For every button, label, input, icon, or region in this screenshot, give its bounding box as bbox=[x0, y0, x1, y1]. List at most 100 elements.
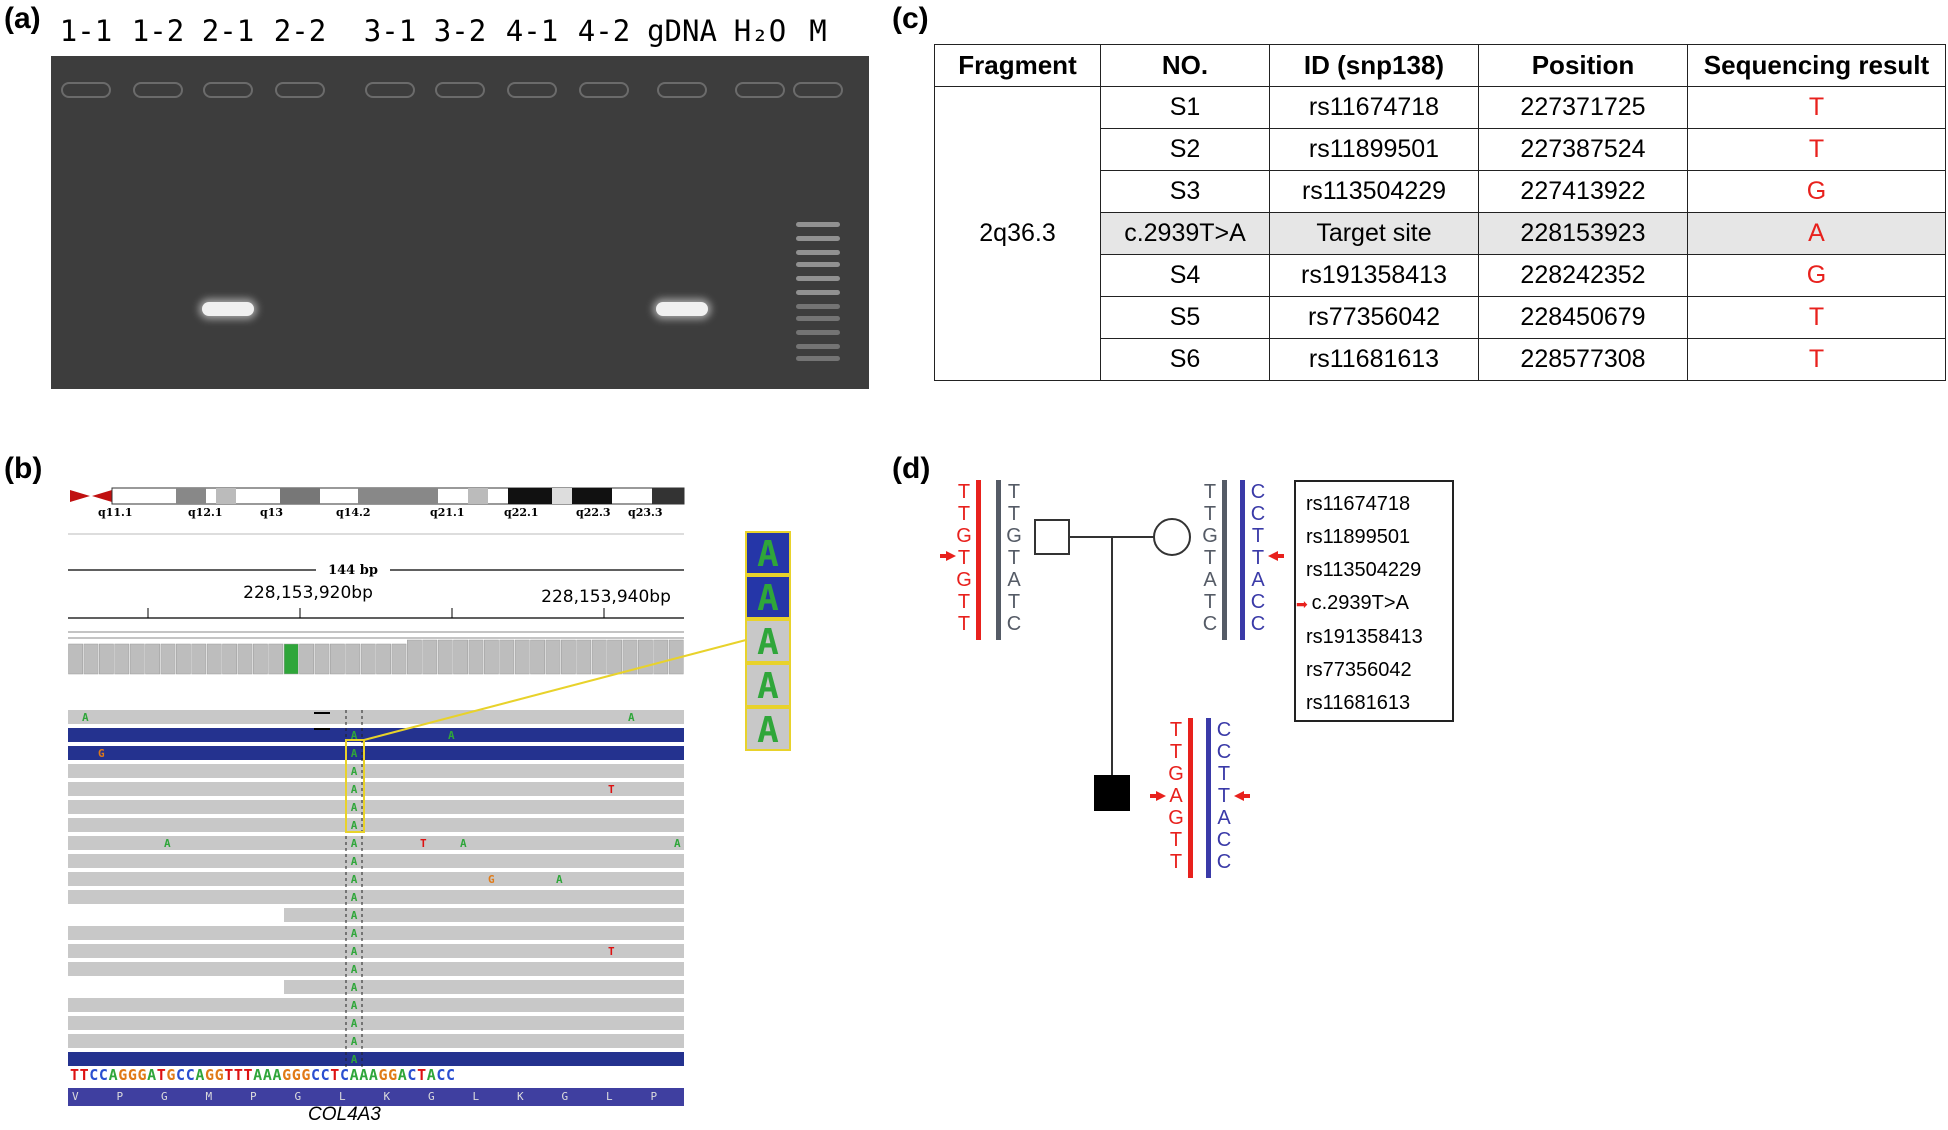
ladder-band bbox=[796, 222, 840, 227]
haplotype-allele: A bbox=[1203, 569, 1217, 591]
ref-base: A bbox=[272, 1066, 283, 1084]
table-cell: 228242352 bbox=[1478, 254, 1688, 297]
table-cell: S3 bbox=[1100, 170, 1270, 213]
gel-lane-label: 1-2 bbox=[131, 14, 185, 48]
ladder-band bbox=[796, 356, 840, 361]
ladder-band bbox=[796, 250, 840, 255]
mismatch-base: A bbox=[460, 837, 467, 850]
variant-base: A bbox=[351, 729, 358, 742]
mismatch-base: T bbox=[608, 945, 615, 958]
haplotype-allele: T bbox=[1204, 591, 1216, 613]
read-bar bbox=[68, 746, 684, 760]
coverage-bar bbox=[345, 643, 361, 675]
table-cell: 228153923 bbox=[1478, 212, 1688, 255]
haplotype-allele: T bbox=[958, 547, 970, 569]
ref-base: A bbox=[262, 1066, 273, 1084]
coverage-bar bbox=[253, 643, 268, 675]
read-bar bbox=[68, 818, 684, 832]
ref-base: G bbox=[388, 1066, 398, 1084]
ideogram-band-label: q14.2 bbox=[336, 506, 370, 519]
col-header: Fragment bbox=[934, 44, 1101, 87]
amino-acid: K bbox=[383, 1090, 391, 1103]
panel-label-b: (b) bbox=[4, 452, 43, 485]
coverage-bar bbox=[283, 643, 299, 675]
haplotype-allele: T bbox=[1218, 785, 1230, 807]
haplotype-allele: C bbox=[1251, 591, 1265, 613]
haplotype-allele: C bbox=[1217, 741, 1231, 763]
haplotype-allele: T bbox=[1204, 503, 1216, 525]
gel-well bbox=[435, 82, 485, 98]
haplotype-strand bbox=[1240, 480, 1245, 640]
table-cell: G bbox=[1687, 254, 1946, 297]
table-cell: rs77356042 bbox=[1269, 296, 1479, 339]
table-cell: G bbox=[1687, 170, 1946, 213]
coverage-bar bbox=[299, 643, 314, 675]
variant-base: A bbox=[351, 1017, 358, 1030]
gel-well bbox=[657, 82, 707, 98]
ref-base: C bbox=[407, 1066, 418, 1084]
reference-sequence: TTCCAGGGATGCCAGGTTTAAAGGGCCTCAAAGGACTACC bbox=[70, 1066, 456, 1084]
haplotype-allele: T bbox=[1204, 547, 1216, 569]
haplotype-allele: T bbox=[1008, 591, 1020, 613]
amino-acid: L bbox=[472, 1090, 480, 1103]
centromere-marker bbox=[92, 490, 112, 502]
variant-base: A bbox=[351, 981, 358, 994]
ref-base: A bbox=[195, 1066, 205, 1084]
snp-list-item: ➡ c.2939T>A bbox=[1296, 592, 1409, 614]
haplotype-allele: T bbox=[958, 613, 970, 635]
coverage-bar bbox=[237, 643, 253, 675]
haplotypes: TTGTGTTTTGTATCTTGTATCCCTTACCTTGAGTTCCTTA… bbox=[940, 480, 1284, 878]
table-cell: S1 bbox=[1100, 86, 1270, 129]
ref-base: T bbox=[79, 1066, 90, 1084]
variant-base: A bbox=[351, 999, 358, 1012]
ideogram-band bbox=[652, 488, 684, 504]
snp-list-item: rs77356042 bbox=[1306, 659, 1412, 681]
haplotype-strand bbox=[976, 480, 981, 640]
ladder-band bbox=[796, 344, 840, 349]
variant-base: A bbox=[351, 837, 358, 850]
ideogram-band bbox=[468, 488, 488, 504]
ref-base: G bbox=[118, 1066, 128, 1084]
ref-base: G bbox=[204, 1066, 215, 1084]
table-cell: c.2939T>A bbox=[1100, 212, 1270, 255]
ref-base: A bbox=[349, 1066, 360, 1084]
snp-list-item: rs191358413 bbox=[1306, 626, 1423, 648]
mismatch-base: G bbox=[98, 747, 105, 760]
ref-base: G bbox=[282, 1066, 292, 1084]
table-cell: rs11899501 bbox=[1269, 128, 1479, 171]
haplotype-allele: G bbox=[1168, 807, 1184, 829]
ref-base: C bbox=[176, 1066, 186, 1084]
haplotype-allele: T bbox=[1008, 547, 1020, 569]
arrow-shaft bbox=[1150, 794, 1156, 798]
coverage-bar bbox=[191, 643, 207, 675]
coverage-bar bbox=[176, 643, 191, 675]
amino-acid: M bbox=[205, 1090, 213, 1103]
mismatch-base: A bbox=[82, 711, 89, 724]
ideogram-band bbox=[216, 488, 236, 504]
ref-base: T bbox=[330, 1066, 340, 1084]
span-label: 144 bp bbox=[328, 563, 378, 578]
snp-list-item: rs11899501 bbox=[1306, 526, 1411, 548]
table-cell: 227387524 bbox=[1478, 128, 1688, 171]
col-header: Sequencing result bbox=[1687, 44, 1946, 87]
variant-base: A bbox=[351, 945, 358, 958]
panel-label-c: (c) bbox=[892, 2, 929, 35]
coverage-bar bbox=[68, 643, 83, 675]
ladder-band bbox=[796, 276, 840, 281]
col-header: Position bbox=[1478, 44, 1688, 87]
gel-lane-label: H₂O bbox=[733, 14, 787, 48]
ideogram-band bbox=[572, 488, 612, 504]
amino-acid: P bbox=[116, 1090, 124, 1103]
ref-base: A bbox=[397, 1066, 408, 1084]
target-arrow-icon bbox=[1156, 791, 1166, 801]
mismatch-base: T bbox=[420, 837, 427, 850]
haplotype-allele: T bbox=[1252, 547, 1264, 569]
gel-lane-label: 2-1 bbox=[201, 14, 255, 48]
read-bar bbox=[284, 980, 684, 994]
ref-base: G bbox=[214, 1066, 225, 1084]
read-bar bbox=[68, 764, 684, 778]
haplotype-allele: C bbox=[1251, 481, 1265, 503]
